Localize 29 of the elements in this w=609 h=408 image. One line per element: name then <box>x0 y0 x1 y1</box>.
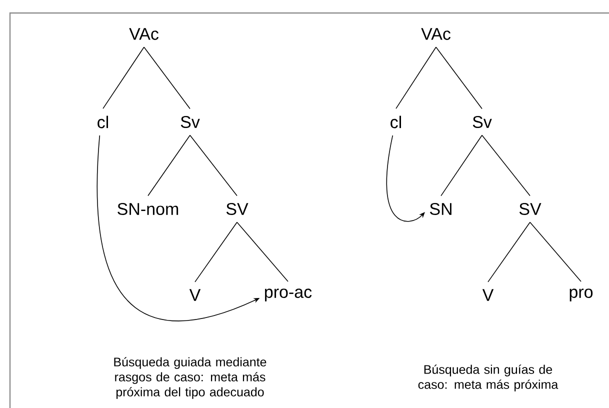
branch-line <box>436 46 482 110</box>
tree-label: SV <box>519 202 542 216</box>
branch-line <box>144 46 190 110</box>
branch-line <box>396 46 436 109</box>
tree-label: cl <box>390 116 401 128</box>
branch-line <box>482 134 530 196</box>
tree-label: SN <box>430 202 452 216</box>
branch-line <box>194 222 238 282</box>
tree-label: SV <box>226 202 248 216</box>
tree-label: Sv <box>180 116 200 128</box>
tree-label: VAc <box>421 28 451 40</box>
tree-label: V <box>189 289 201 301</box>
caption: Búsqueda sin guías de caso: meta más próxima <box>418 364 558 392</box>
branch-line <box>236 222 288 282</box>
branch-line <box>190 134 238 196</box>
arrow <box>386 135 425 222</box>
tree-label: pro <box>570 288 593 302</box>
tree-label: SN-nom <box>118 202 178 216</box>
branch-line <box>530 222 582 282</box>
tree-label: Sv <box>472 116 492 128</box>
branch-line <box>102 46 144 109</box>
branch-line <box>440 134 482 196</box>
branch-line <box>488 222 530 282</box>
caption: Búsqueda guiada mediante rasgos de caso: meta más próxima del tipo adecuado <box>114 357 266 399</box>
tree-label: V <box>482 289 494 301</box>
tree-label: cl <box>98 116 108 128</box>
tree-label: VAc <box>129 28 159 40</box>
tree-label: pro-ac <box>265 288 312 302</box>
branch-line <box>148 134 190 196</box>
